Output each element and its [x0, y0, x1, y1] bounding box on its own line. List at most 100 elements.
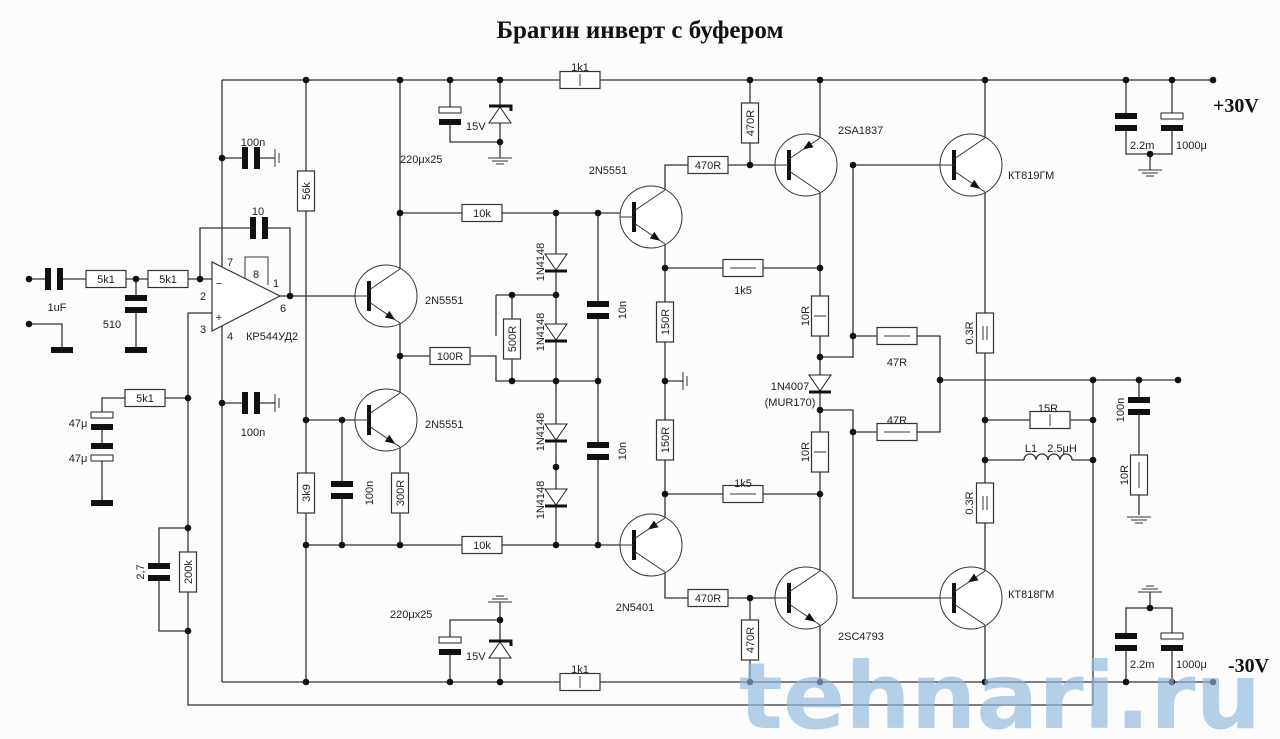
junction-node: [1146, 150, 1154, 158]
junction-node: [816, 76, 824, 84]
diode-triangle: [544, 423, 568, 441]
component-label: 2SC4793: [838, 631, 884, 643]
resistor: [810, 431, 830, 473]
resistor: [722, 484, 764, 504]
junction-node: [1122, 76, 1130, 84]
junction-node: [496, 678, 504, 686]
resistor-label: 150R: [660, 427, 672, 453]
resistor: 10k: [461, 535, 503, 555]
capacitor: [242, 391, 260, 415]
component-label: 10R: [800, 306, 812, 326]
component-label: −: [216, 278, 222, 290]
component-label: 510: [103, 319, 121, 331]
capacitor: [438, 106, 462, 125]
capacitor-plate: [439, 119, 461, 125]
resistor-label: 10k: [473, 540, 491, 552]
component-label: 1k1: [571, 664, 589, 676]
capacitor-plate: [148, 563, 170, 569]
component-label: 1k5: [734, 285, 752, 297]
junction-node: [981, 456, 989, 464]
zener-diode: [488, 104, 513, 124]
junction-node: [849, 332, 857, 340]
opamp-triangle: [211, 261, 282, 332]
junction-node: [338, 541, 346, 549]
junction-node: [508, 291, 516, 299]
transistor-collector: [633, 550, 666, 573]
resistor: 500R: [502, 318, 522, 360]
emitter-arrow-icon: [649, 231, 661, 241]
capacitor-plate: [254, 147, 260, 169]
component-label: 2: [200, 291, 206, 303]
junction-node: [552, 377, 560, 385]
transistor-npn: [939, 133, 1003, 197]
junction-node: [661, 264, 669, 272]
capacitor: [250, 216, 268, 240]
capacitor: [1114, 113, 1138, 131]
junction-node: [849, 161, 857, 169]
component-label: 2.2m: [1130, 659, 1154, 671]
opamp: [211, 256, 282, 332]
component-label: КР544УД2: [246, 331, 298, 343]
resistor-body: [740, 619, 760, 661]
capacitor-gap: [330, 486, 354, 494]
diode: [808, 374, 832, 394]
resistor-body: [740, 102, 760, 144]
junction-node: [184, 394, 192, 402]
component-label: 1000μ: [1176, 140, 1207, 152]
junction-node: [396, 76, 404, 84]
capacitor-gap: [124, 300, 148, 308]
resistor: [876, 422, 918, 442]
component-label: 100n: [1115, 398, 1127, 422]
diode-triangle: [488, 106, 512, 124]
junction-node: [132, 275, 140, 283]
resistor-label: 3k9: [301, 484, 313, 502]
junction-node: [396, 541, 404, 549]
capacitor-gap: [90, 448, 114, 456]
junction-node: [816, 353, 824, 361]
inductor-coil: [1023, 453, 1073, 461]
capacitor-plate: [45, 268, 51, 290]
component-label: 10R: [1119, 465, 1131, 485]
opamp-pin8-box: [244, 256, 269, 285]
junction-node: [552, 291, 560, 299]
ground-icon: [1138, 585, 1162, 593]
junction-node: [1168, 678, 1176, 686]
capacitor-gap: [255, 216, 263, 240]
resistor-body: [296, 170, 316, 212]
junction-node: [1135, 376, 1143, 384]
resistor-body: [461, 203, 503, 223]
component-label: 1k5: [734, 478, 752, 490]
capacitor-gap: [438, 112, 462, 120]
capacitor-plate: [587, 454, 609, 460]
resistor: 300R: [390, 472, 410, 514]
wire: [101, 397, 188, 500]
capacitor-gap: [247, 391, 255, 415]
junction-node: [981, 416, 989, 424]
junction-node: [338, 416, 346, 424]
junction-node: [496, 138, 504, 146]
junction-node: [446, 76, 454, 84]
junction-node: [661, 490, 669, 498]
junction-node: [1089, 456, 1097, 464]
resistor-body: [687, 588, 729, 608]
capacitor-plate: [331, 493, 353, 499]
component-label: 100n: [241, 137, 265, 149]
component-label: 2N5401: [616, 602, 655, 614]
resistor-label: 5k1: [159, 274, 177, 286]
emitter-arrow-icon: [802, 140, 814, 150]
component-label: КТ819ГМ: [1008, 170, 1054, 182]
capacitor: [1160, 112, 1184, 131]
component-label: 1N4148: [535, 313, 547, 352]
junction-node: [302, 416, 310, 424]
resistor-label: 300R: [395, 480, 407, 506]
junction-node: [936, 376, 944, 384]
component-label: 10: [252, 206, 264, 218]
resistor-body: [975, 312, 995, 354]
ground-icon: [1127, 516, 1151, 524]
diagram-title: Брагин инверт с буфером: [497, 17, 784, 44]
junction-node: [218, 154, 226, 162]
wire: [449, 80, 500, 143]
component-label: 2N5551: [589, 165, 628, 177]
junction-node: [1209, 678, 1217, 686]
component-label: 15R: [1038, 403, 1058, 415]
